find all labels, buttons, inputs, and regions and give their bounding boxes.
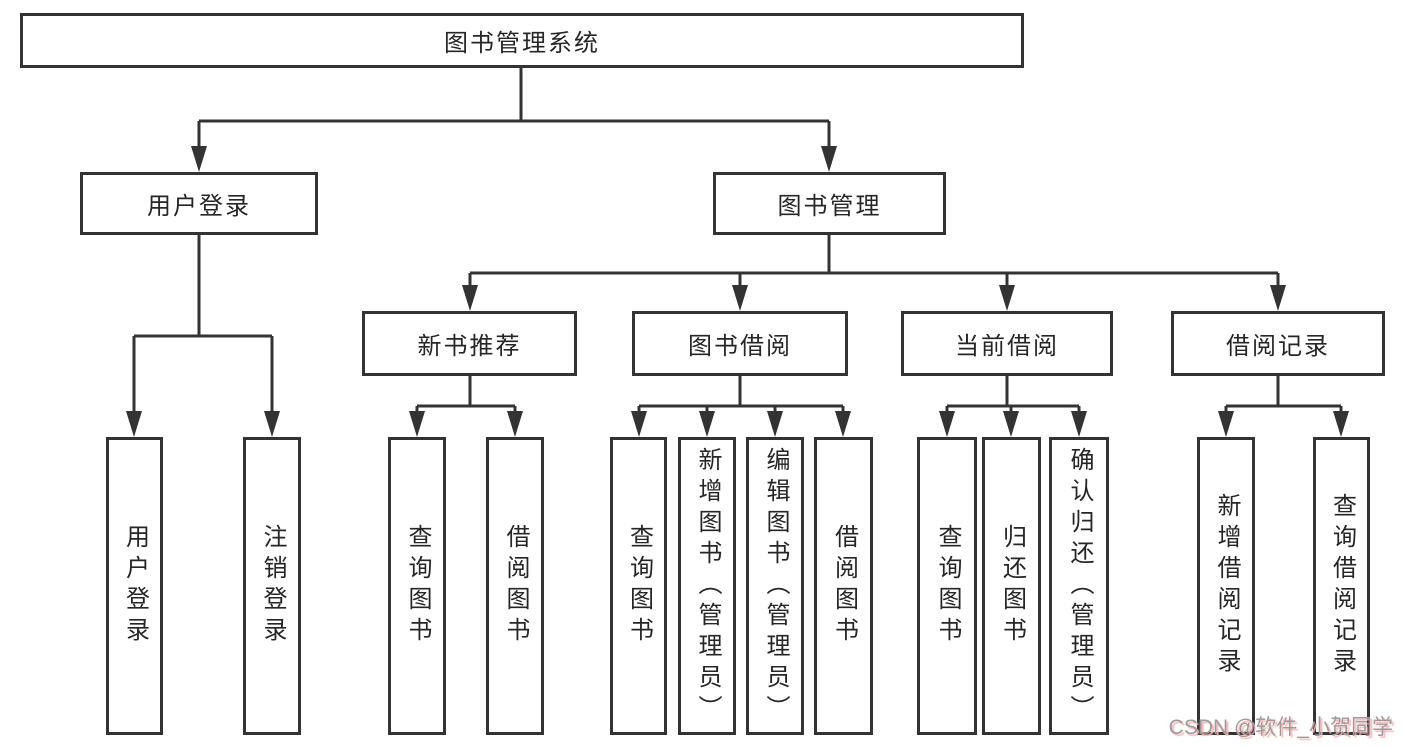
- node-new-book-recommend-label: 新书推荐: [417, 333, 522, 360]
- leaf-query-borrow-record-label: 查询借阅记录: [1328, 493, 1356, 679]
- node-borrow-record-label: 借阅记录: [1226, 333, 1330, 360]
- node-book-management: 图书管理: [713, 172, 946, 235]
- leaf-borrow-books-label: 借阅图书: [830, 524, 858, 648]
- node-root-system-label: 图书管理系统: [444, 30, 600, 57]
- leaf-add-book-admin: 新增图书（管理员）: [678, 437, 736, 735]
- node-root-system: 图书管理系统: [20, 13, 1024, 68]
- node-current-borrow: 当前借阅: [901, 311, 1113, 376]
- leaf-add-borrow-record-label: 新增借阅记录: [1213, 493, 1240, 679]
- leaf-user-login: 用户登录: [106, 437, 163, 735]
- leaf-return-book: 归还图书: [982, 437, 1041, 735]
- node-borrow-record: 借阅记录: [1171, 311, 1385, 376]
- leaf-query-books-current: 查询图书: [917, 437, 977, 735]
- node-current-borrow-label: 当前借阅: [955, 333, 1059, 360]
- node-book-borrow: 图书借阅: [632, 311, 848, 376]
- leaf-query-books-recommend-label: 查询图书: [404, 524, 431, 648]
- leaf-edit-book-admin: 编辑图书（管理员）: [746, 437, 804, 735]
- leaf-borrow-books-recommend-label: 借阅图书: [502, 524, 529, 648]
- leaf-edit-book-admin-label: 编辑图书（管理员）: [762, 446, 789, 726]
- node-book-borrow-label: 图书借阅: [688, 333, 792, 360]
- leaf-query-books-current-label: 查询图书: [934, 524, 961, 648]
- node-user-login-label: 用户登录: [147, 193, 251, 220]
- leaf-confirm-return-admin: 确认归还（管理员）: [1049, 437, 1109, 735]
- leaf-logout-label: 注销登录: [259, 524, 286, 648]
- leaf-add-borrow-record: 新增借阅记录: [1197, 437, 1255, 735]
- leaf-query-books-borrow: 查询图书: [610, 437, 667, 735]
- leaf-query-borrow-record: 查询借阅记录: [1313, 437, 1370, 735]
- leaf-add-book-admin-label: 新增图书（管理员）: [694, 446, 721, 726]
- leaf-return-book-label: 归还图书: [998, 524, 1026, 648]
- leaf-borrow-books-recommend: 借阅图书: [486, 437, 544, 735]
- leaf-confirm-return-admin-label: 确认归还（管理员）: [1066, 446, 1093, 726]
- node-new-book-recommend: 新书推荐: [362, 311, 577, 376]
- leaf-query-books-borrow-label: 查询图书: [625, 524, 653, 648]
- leaf-borrow-books: 借阅图书: [814, 437, 873, 735]
- node-book-management-label: 图书管理: [777, 193, 882, 220]
- node-user-login: 用户登录: [80, 172, 318, 235]
- leaf-query-books-recommend: 查询图书: [388, 437, 446, 735]
- csdn-watermark: CSDN @软件_小贺同学: [1168, 716, 1393, 739]
- leaf-user-login-label: 用户登录: [121, 524, 149, 648]
- leaf-logout: 注销登录: [243, 437, 301, 735]
